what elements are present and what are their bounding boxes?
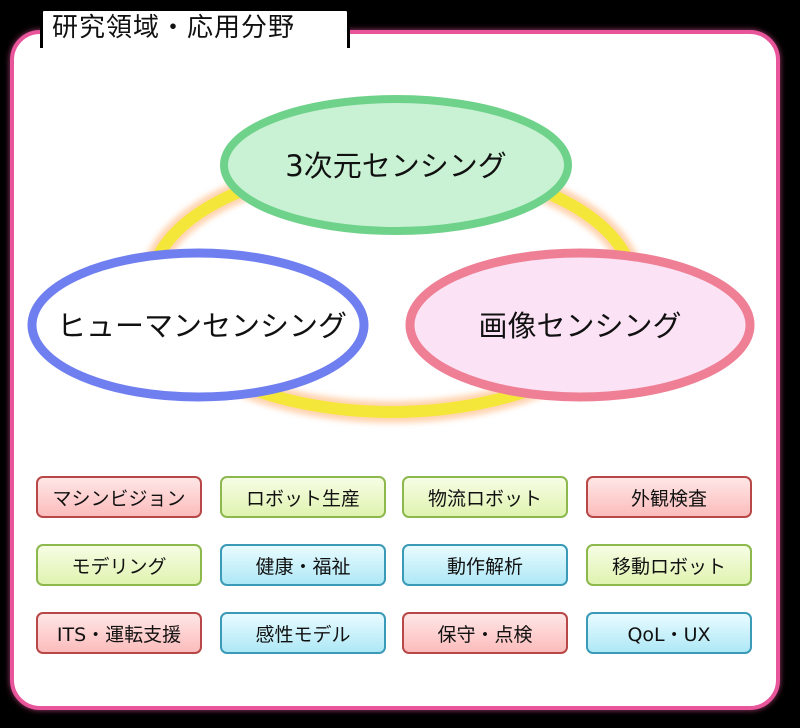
application-tag: 動作解析 [402, 544, 568, 586]
ellipse-human-sensing [27, 248, 369, 402]
application-tag: ロボット生産 [220, 476, 386, 518]
title-tab [40, 8, 350, 48]
ellipse-3d-sensing [220, 95, 572, 235]
application-tag: ITS・運転支援 [36, 612, 202, 654]
application-tag: 感性モデル [220, 612, 386, 654]
ellipse-3d-sensing-label: 3次元センシング [285, 149, 506, 183]
ellipse-image-sensing-label: 画像センシング [478, 309, 681, 343]
application-tag: 健康・福祉 [220, 544, 386, 586]
application-tag: 外観検査 [586, 476, 752, 518]
ellipse-human-sensing-label: ヒューマンセンシング [57, 309, 347, 343]
application-tag: 移動ロボット [586, 544, 752, 586]
panel-title: 研究領域・応用分野 [52, 13, 296, 43]
application-tag: モデリング [36, 544, 202, 586]
application-tag: 物流ロボット [402, 476, 568, 518]
application-tag: マシンビジョン [36, 476, 202, 518]
application-tag: 保守・点検 [402, 612, 568, 654]
ellipse-image-sensing [405, 248, 755, 402]
application-tag: QoL・UX [586, 612, 752, 654]
